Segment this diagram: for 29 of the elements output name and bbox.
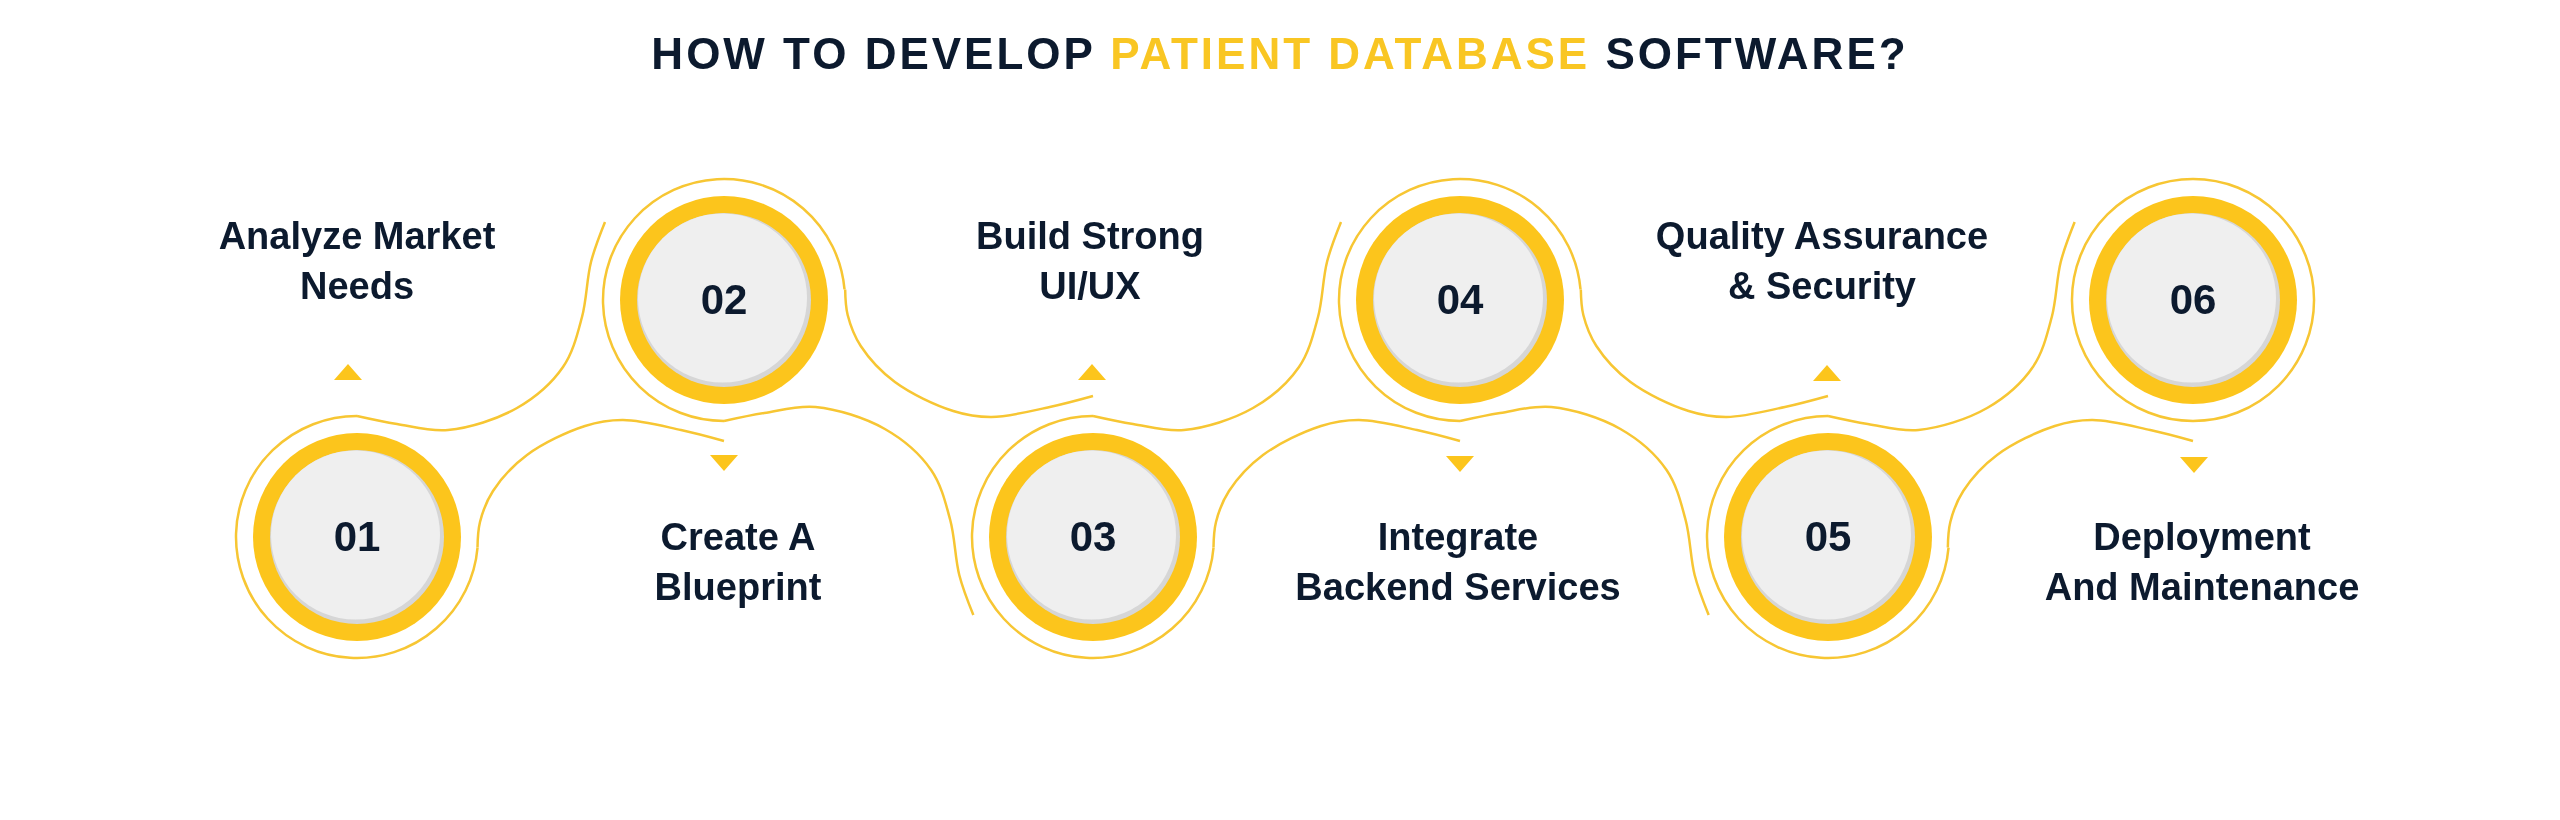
step-number: 06 bbox=[2169, 279, 2217, 321]
curved-connector bbox=[1827, 221, 2076, 432]
step-number: 01 bbox=[333, 516, 381, 558]
curved-connector bbox=[843, 289, 1094, 419]
step-circle bbox=[971, 415, 1215, 659]
step-number: 02 bbox=[700, 279, 748, 321]
curved-connector bbox=[356, 221, 607, 432]
step-title: Deployment And Maintenance bbox=[2044, 515, 2360, 610]
step-title: Analyze Market Needs bbox=[218, 214, 496, 309]
step-circle bbox=[235, 415, 479, 659]
step-circle bbox=[2071, 178, 2315, 422]
step-number: 05 bbox=[1804, 516, 1852, 558]
curved-connector bbox=[1946, 418, 2194, 548]
step-number: 03 bbox=[1069, 516, 1117, 558]
step-title: Quality Assurance & Security bbox=[1655, 214, 1989, 309]
step-number: 04 bbox=[1436, 279, 1484, 321]
step-circle bbox=[1338, 178, 1582, 422]
step-circle bbox=[1706, 415, 1950, 659]
curved-connector bbox=[476, 418, 725, 548]
curved-connector bbox=[1459, 405, 1710, 616]
curved-connector bbox=[1092, 221, 1343, 432]
page-title: HOW TO DEVELOP PATIENT DATABASE SOFTWARE? bbox=[651, 28, 1909, 80]
curved-connector bbox=[723, 405, 975, 616]
curved-connector bbox=[1579, 289, 1829, 419]
step-title: Build Strong UI/UX bbox=[976, 214, 1204, 309]
step-title: Integrate Backend Services bbox=[1295, 515, 1621, 610]
curved-connector bbox=[1212, 418, 1461, 548]
step-title: Create A Blueprint bbox=[654, 515, 822, 610]
step-circle bbox=[602, 178, 846, 422]
